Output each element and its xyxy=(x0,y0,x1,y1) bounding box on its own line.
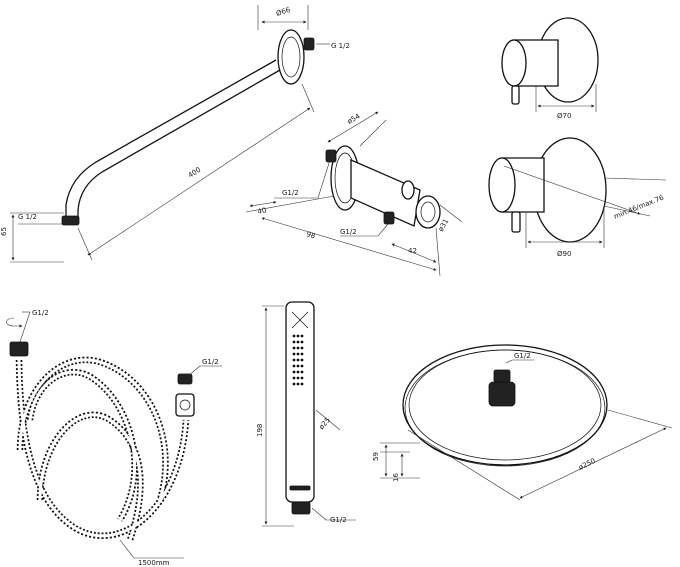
valve-large-plate xyxy=(533,137,607,243)
shower-hose: G1/2 G1/2 1500mm xyxy=(6,309,222,567)
outlet-holder xyxy=(415,195,441,229)
overhead-shower-connector xyxy=(488,381,516,407)
arm-drop-label: 65 xyxy=(0,227,8,236)
overhead-shower: G1/2 59 16 ø250 xyxy=(372,344,673,501)
hose-thread-left-label: G1/2 xyxy=(32,309,49,317)
hand-shower-dia-label: ø25 xyxy=(317,416,332,431)
arm-thread-top xyxy=(303,37,315,51)
arm-thread-bottom-label: G 1/2 xyxy=(18,213,37,221)
hose-thread-right-label: G1/2 xyxy=(202,358,219,366)
overhead-thickness-label: 16 xyxy=(392,473,400,482)
outlet-offset-label: 42 xyxy=(408,247,417,255)
arm-thread-end xyxy=(61,215,80,226)
outlet-thread-bottom xyxy=(383,211,395,225)
hand-shower-body xyxy=(285,301,315,503)
outlet-thread-bottom-label: G1/2 xyxy=(340,228,357,236)
outlet-depth-label: 40 xyxy=(257,206,267,216)
hand-shower-thread xyxy=(291,501,311,515)
overhead-dia-label: ø250 xyxy=(577,457,596,472)
hand-shower-thread-label: G1/2 xyxy=(330,516,347,524)
valve-large: min.46/max.76 Ø90 xyxy=(488,137,667,258)
hose-connector-left xyxy=(9,341,29,357)
arm-flange-dia-label: Ø66 xyxy=(275,6,292,18)
overhead-height-label: 59 xyxy=(372,452,380,461)
hand-shower-length-label: 198 xyxy=(256,424,264,437)
outlet-width-label: 98 xyxy=(305,230,316,240)
arm-length-label: 400 xyxy=(187,166,203,180)
valve-small-dia-label: Ø70 xyxy=(557,112,571,120)
valve-small-knob xyxy=(501,39,527,87)
valve-large-dia-label: Ø90 xyxy=(557,250,571,258)
hand-shower-nozzles xyxy=(292,334,304,386)
hose-connector-right xyxy=(175,393,195,417)
valve-small: Ø70 xyxy=(501,17,599,120)
arm-thread-top-label: G 1/2 xyxy=(331,42,350,50)
valve-large-knob xyxy=(488,157,516,213)
outlet-thread-left-label: G1/2 xyxy=(282,189,299,197)
hand-shower: 198 ø25 G1/2 xyxy=(256,301,356,527)
outlet-thread-left xyxy=(325,149,337,163)
shower-arm: Ø66 G 1/2 400 G 1/2 65 xyxy=(0,5,350,263)
hose-length-label: 1500mm xyxy=(138,559,170,567)
overhead-thread-label: G1/2 xyxy=(514,352,531,360)
outlet-flange-dia-label: ø54 xyxy=(346,112,362,126)
wall-outlet: ø54 G1/2 40 98 G1/2 ø31 42 xyxy=(245,111,463,277)
